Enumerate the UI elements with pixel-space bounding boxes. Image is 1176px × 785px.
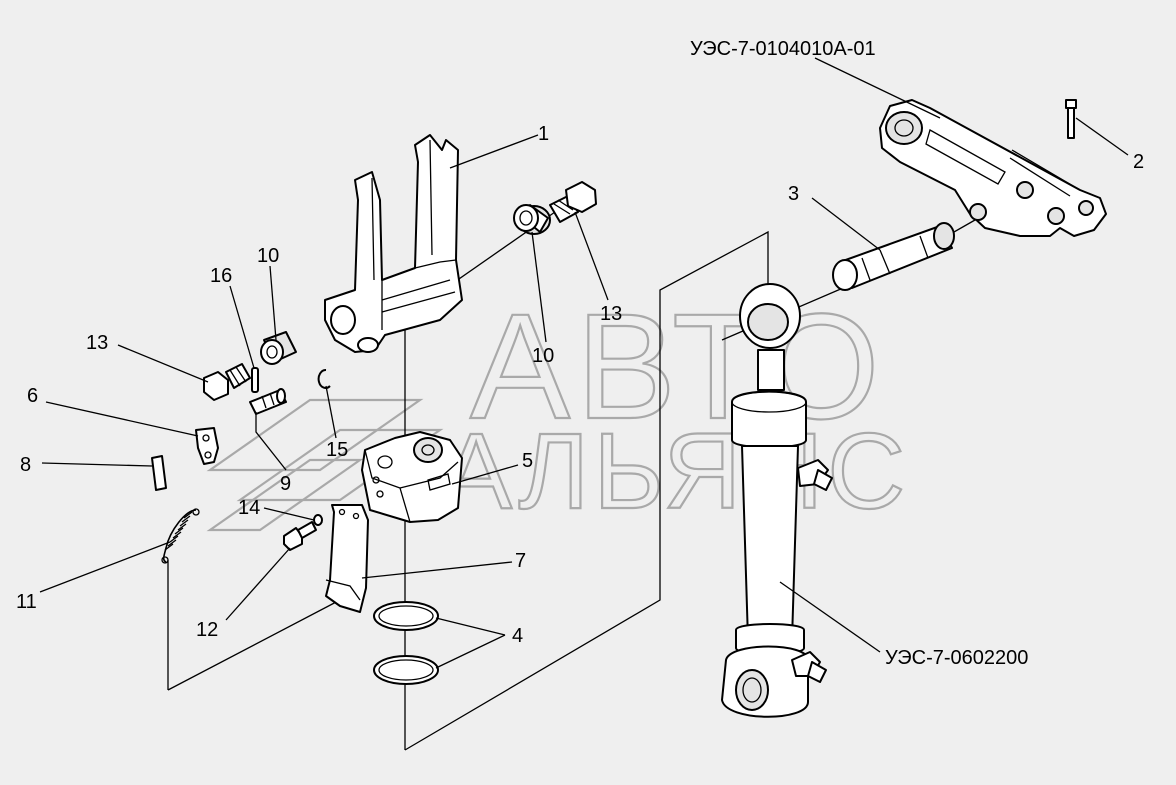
watermark-logo-mark bbox=[206, 398, 444, 532]
label-15: 15 bbox=[326, 439, 348, 461]
label-7: 7 bbox=[515, 550, 526, 572]
part-9-shaft bbox=[249, 388, 287, 415]
leader-15 bbox=[325, 385, 337, 439]
bracket-assembly bbox=[879, 99, 1107, 237]
part-7-plate bbox=[325, 504, 369, 613]
part-4-rings bbox=[373, 601, 439, 685]
leader-assembly-top bbox=[814, 57, 941, 119]
leader-16 bbox=[229, 285, 255, 369]
leader-assembly-cylinder bbox=[779, 581, 881, 653]
label-8: 8 bbox=[20, 454, 31, 476]
leader-12 bbox=[225, 547, 291, 621]
label-16: 16 bbox=[210, 265, 232, 287]
ref-line-cylinder bbox=[404, 230, 769, 751]
part-13-bolt-right bbox=[549, 181, 597, 223]
leader-13-right bbox=[574, 211, 609, 301]
leader-8 bbox=[41, 462, 153, 467]
label-14: 14 bbox=[238, 497, 260, 519]
part-2-bolt bbox=[1065, 99, 1077, 139]
leader-7 bbox=[361, 561, 513, 579]
leader-14 bbox=[263, 507, 315, 521]
part-3-pin bbox=[832, 222, 955, 291]
part-8-key bbox=[151, 455, 167, 491]
part-16-pin bbox=[251, 367, 259, 393]
leader-4a bbox=[435, 617, 506, 636]
label-10-left: 10 bbox=[257, 245, 279, 267]
leader-11 bbox=[39, 541, 171, 593]
label-12: 12 bbox=[196, 619, 218, 641]
label-11: 11 bbox=[16, 591, 37, 613]
label-2: 2 bbox=[1133, 151, 1144, 173]
leader-3 bbox=[811, 197, 881, 251]
label-6: 6 bbox=[27, 385, 38, 407]
part-10-bushing-right bbox=[513, 204, 551, 235]
label-3: 3 bbox=[788, 183, 799, 205]
leader-13-left bbox=[117, 344, 209, 383]
watermark-line2: АЛЬЯНС bbox=[440, 410, 909, 531]
leader-2 bbox=[1075, 117, 1129, 156]
label-9: 9 bbox=[280, 473, 291, 495]
part-1-fork bbox=[324, 134, 463, 353]
part-11-spring bbox=[161, 508, 200, 564]
part-13-bolt-left bbox=[203, 363, 251, 401]
label-assembly-top: УЭС-7-0104010А-01 bbox=[690, 38, 876, 60]
part-5-housing bbox=[361, 431, 463, 523]
leader-9 bbox=[255, 412, 287, 471]
label-10-right: 10 bbox=[532, 345, 554, 367]
leader-4b bbox=[435, 634, 506, 669]
part-14-washer bbox=[313, 514, 323, 526]
label-4: 4 bbox=[512, 625, 523, 647]
leader-lines bbox=[39, 57, 1129, 669]
leader-10-right bbox=[531, 231, 547, 343]
part-6-lever bbox=[195, 427, 219, 465]
callout-labels: УЭС-7-0104010А-01 УЭС-7-0602200 1 2 3 4 … bbox=[16, 38, 1144, 669]
leader-5 bbox=[451, 464, 519, 485]
ref-line-plate bbox=[167, 599, 341, 691]
leader-10-left bbox=[269, 265, 277, 341]
part-12-bolt bbox=[283, 521, 317, 551]
watermark-line1: АВТО bbox=[470, 282, 886, 450]
label-13-left: 13 bbox=[86, 332, 108, 354]
hydraulic-cylinder bbox=[721, 283, 833, 718]
part-15-ring bbox=[317, 369, 331, 389]
label-assembly-cylinder: УЭС-7-0602200 bbox=[885, 647, 1028, 669]
leader-1 bbox=[449, 134, 539, 169]
label-5: 5 bbox=[522, 450, 533, 472]
leader-6 bbox=[45, 401, 199, 437]
part-10-bushing-left bbox=[260, 331, 297, 365]
label-13-right: 13 bbox=[600, 303, 622, 325]
label-1: 1 bbox=[538, 123, 549, 145]
